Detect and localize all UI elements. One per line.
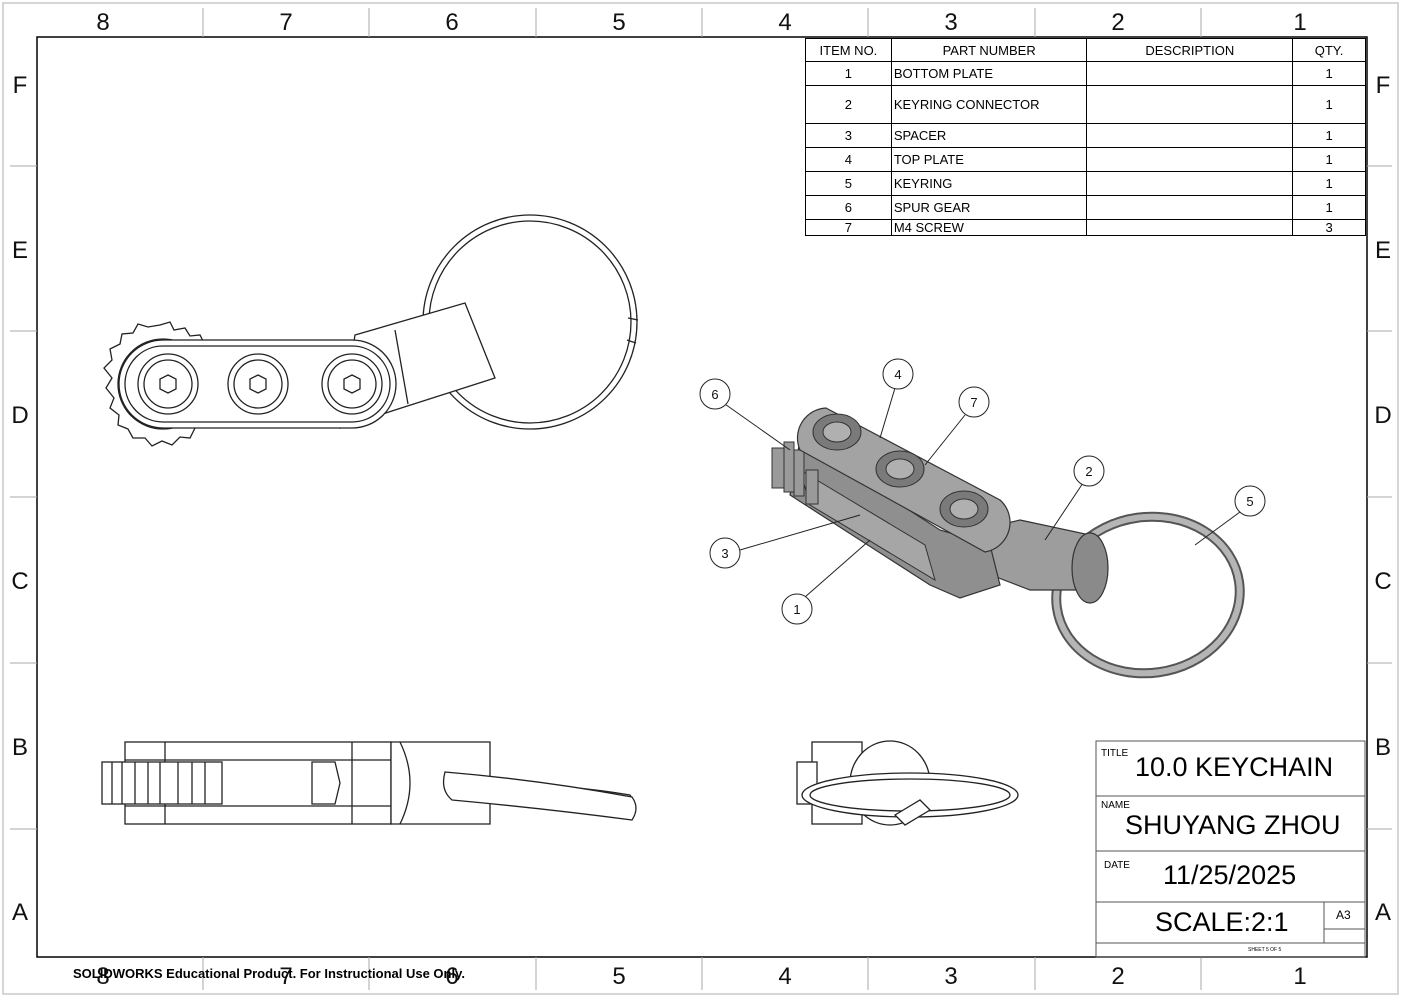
drawing-date: 11/25/2025: [1163, 860, 1297, 890]
zone-row-right: C: [1374, 568, 1391, 595]
bom-row: 1 BOTTOM PLATE 1: [805, 61, 1366, 86]
bom-part-number: M4 SCREW: [890, 219, 1088, 236]
zone-col-bottom: 8: [96, 963, 109, 990]
isometric-view: 6 4 7 2 5 3 1: [699, 358, 1266, 679]
zone-col-bottom: 6: [445, 963, 458, 990]
sheet-size: A3: [1336, 908, 1351, 922]
bom-description: [1086, 219, 1294, 236]
bom-qty: 1: [1292, 147, 1366, 172]
zone-col-bottom: 5: [612, 963, 625, 990]
bom-qty: 1: [1292, 195, 1366, 220]
bom-part-number: KEYRING CONNECTOR: [890, 85, 1088, 124]
zone-row-right: D: [1374, 402, 1391, 429]
bom-part-number: BOTTOM PLATE: [890, 61, 1088, 86]
bom-item-no: 6: [805, 195, 892, 220]
zone-row-right: B: [1375, 734, 1391, 761]
bom-item-no: 4: [805, 147, 892, 172]
bill-of-materials: ITEM NO. PART NUMBER DESCRIPTION QTY. 1 …: [805, 38, 1366, 236]
bom-row: 6 SPUR GEAR 1: [805, 195, 1366, 220]
bom-row: 5 KEYRING 1: [805, 171, 1366, 196]
bom-qty: 1: [1292, 61, 1366, 86]
zone-ticks: [10, 8, 1392, 990]
bom-description: [1086, 147, 1294, 172]
zone-row-right: F: [1376, 72, 1391, 99]
bom-header-qty: QTY.: [1292, 38, 1366, 62]
zone-row-left: E: [12, 237, 28, 264]
balloon-label: 7: [970, 395, 977, 410]
zone-row-right: A: [1375, 899, 1391, 926]
zone-col-top: 8: [96, 9, 109, 36]
bom-item-no: 2: [805, 85, 892, 124]
zone-col-bottom: 7: [279, 963, 292, 990]
bom-description: [1086, 85, 1294, 124]
bom-header-description: DESCRIPTION: [1086, 38, 1294, 62]
gear-teeth-front: [101, 761, 223, 805]
drawing-scale: SCALE:2:1: [1155, 907, 1289, 937]
educational-watermark: SOLIDWORKS Educational Product. For Inst…: [73, 966, 465, 981]
bom-part-number: TOP PLATE: [890, 147, 1088, 172]
bom-part-number: KEYRING: [890, 171, 1088, 196]
zone-row-left: A: [12, 899, 28, 926]
bom-row: 2 KEYRING CONNECTOR 1: [805, 85, 1366, 124]
bom-item-no: 1: [805, 61, 892, 86]
date-label: DATE: [1104, 860, 1130, 871]
bom-item-no: 3: [805, 123, 892, 148]
bom-header-item: ITEM NO.: [805, 38, 892, 62]
balloon-label: 2: [1085, 464, 1092, 479]
zone-col-top: 1: [1293, 9, 1306, 36]
zone-col-bottom: 2: [1111, 963, 1124, 990]
bom-qty: 3: [1292, 219, 1366, 236]
name-label: NAME: [1101, 800, 1130, 811]
bom-row: 4 TOP PLATE 1: [805, 147, 1366, 172]
zone-row-left: C: [11, 568, 28, 595]
zone-col-top: 7: [279, 9, 292, 36]
zone-row-left: B: [12, 734, 28, 761]
zone-col-top: 2: [1111, 9, 1124, 36]
bom-description: [1086, 171, 1294, 196]
top-view: [103, 214, 639, 447]
sheet-number: SHEET 5 OF 5: [1248, 947, 1282, 953]
bom-qty: 1: [1292, 171, 1366, 196]
bom-description: [1086, 123, 1294, 148]
balloon-label: 6: [711, 387, 718, 402]
bom-item-no: 5: [805, 171, 892, 196]
balloon-label: 4: [894, 367, 901, 382]
zone-col-top: 3: [944, 9, 957, 36]
bom-description: [1086, 61, 1294, 86]
zone-row-left: F: [13, 72, 28, 99]
balloon-label: 1: [793, 602, 800, 617]
bom-qty: 1: [1292, 123, 1366, 148]
zone-col-top: 5: [612, 9, 625, 36]
zone-col-bottom: 1: [1293, 963, 1306, 990]
drawing-title: 10.0 KEYCHAIN: [1135, 752, 1334, 782]
bom-row: 7 M4 SCREW 3: [805, 219, 1366, 236]
side-view: [796, 740, 1019, 826]
bom-qty: 1: [1292, 85, 1366, 124]
title-block-frame: [1095, 740, 1366, 958]
balloon-label: 3: [721, 546, 728, 561]
zone-row-left: D: [11, 402, 28, 429]
bom-header-part: PART NUMBER: [890, 38, 1088, 62]
bom-description: [1086, 195, 1294, 220]
bom-item-no: 7: [805, 219, 892, 236]
zone-col-bottom: 4: [778, 963, 791, 990]
bom-part-number: SPUR GEAR: [890, 195, 1088, 220]
author-name: SHUYANG ZHOU: [1125, 810, 1341, 840]
zone-col-bottom: 3: [944, 963, 957, 990]
bom-row: 3 SPACER 1: [805, 123, 1366, 148]
zone-col-top: 6: [445, 9, 458, 36]
zone-col-top: 4: [778, 9, 791, 36]
zone-row-right: E: [1375, 237, 1391, 264]
front-view: [101, 741, 637, 825]
title-label: TITLE: [1101, 748, 1129, 759]
balloon-label: 5: [1246, 494, 1253, 509]
bom-part-number: SPACER: [890, 123, 1088, 148]
